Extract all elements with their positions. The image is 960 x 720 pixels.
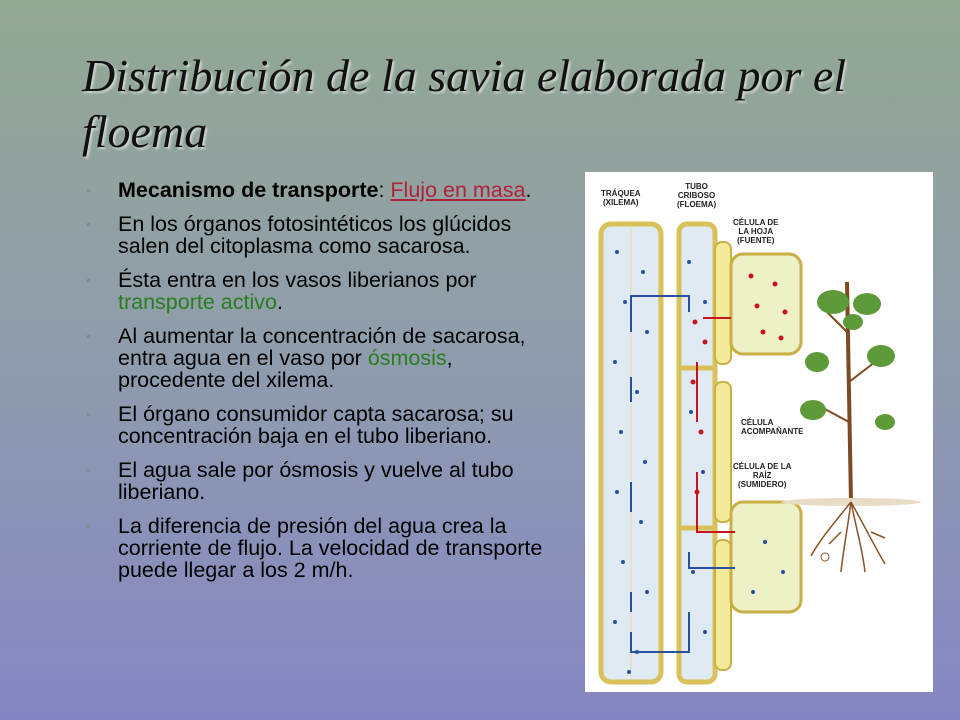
label-traquea: TRÁQUEA (XILEMA) xyxy=(601,189,641,207)
phloem-illustration xyxy=(598,221,921,685)
bullet-text: La diferencia de presión del agua crea l… xyxy=(118,514,543,582)
label-celula-acompanante: CÉLULA ACOMPAÑANTE xyxy=(741,418,804,436)
phloem-diagram: TRÁQUEA (XILEMA) TUBO CRIBOSO (FLOEMA) C… xyxy=(585,172,933,692)
bullet-dot-icon: • xyxy=(86,462,91,478)
bullet-item: • En los órganos fotosintéticos los glúc… xyxy=(86,213,556,257)
bullet-text: En los órganos fotosintéticos los glúcid… xyxy=(118,212,512,258)
label-celula-hoja: CÉLULA DE LA HOJA (FUENTE) xyxy=(733,218,779,245)
bullet-lead: Mecanismo de transporte xyxy=(118,178,379,202)
bullet-dot-icon: • xyxy=(86,328,91,344)
flujo-en-masa-link[interactable]: Flujo en masa xyxy=(390,178,526,202)
plant-illustration xyxy=(781,281,921,573)
bullet-item: • Al aumentar la concentración de sacaro… xyxy=(86,325,556,391)
bullet-tail: . xyxy=(276,290,283,314)
bullet-item: • La diferencia de presión del agua crea… xyxy=(86,515,556,581)
bullet-list: • Mecanismo de transporte: Flujo en masa… xyxy=(86,179,556,593)
osmosis-highlight: ósmosis xyxy=(367,346,447,370)
bullet-dot-icon: • xyxy=(86,406,91,422)
bullet-text: Al aumentar la concentración de sacarosa… xyxy=(118,324,526,370)
bullet-tail: . xyxy=(525,178,532,202)
bullet-dot-icon: • xyxy=(86,272,91,288)
bullet-item: • El agua sale por ósmosis y vuelve al t… xyxy=(86,459,556,503)
bullet-item: • El órgano consumidor capta sacarosa; s… xyxy=(86,403,556,447)
label-tubo-criboso: TUBO CRIBOSO (FLOEMA) xyxy=(677,182,717,209)
transporte-activo-highlight: transporte activo xyxy=(118,290,277,314)
bullet-dot-icon: • xyxy=(86,518,91,534)
bullet-dot-icon: • xyxy=(86,216,91,232)
bullet-text: Ésta entra en los vasos liberianos por xyxy=(118,268,477,292)
label-celula-raiz: CÉLULA DE LA RAÍZ (SUMIDERO) xyxy=(733,462,792,489)
bullet-separator: : xyxy=(378,178,391,202)
slide-title: Distribución de la savia elaborada por e… xyxy=(82,50,847,157)
bullet-tail: , procedente del xilema. xyxy=(118,346,453,392)
bullet-dot-icon: • xyxy=(86,182,91,198)
bullet-text: El agua sale por ósmosis y vuelve al tub… xyxy=(118,458,514,504)
bullet-text: El órgano consumidor capta sacarosa; su … xyxy=(118,402,514,448)
bullet-item: • Mecanismo de transporte: Flujo en masa… xyxy=(86,179,556,201)
bullet-item: • Ésta entra en los vasos liberianos por… xyxy=(86,269,556,313)
